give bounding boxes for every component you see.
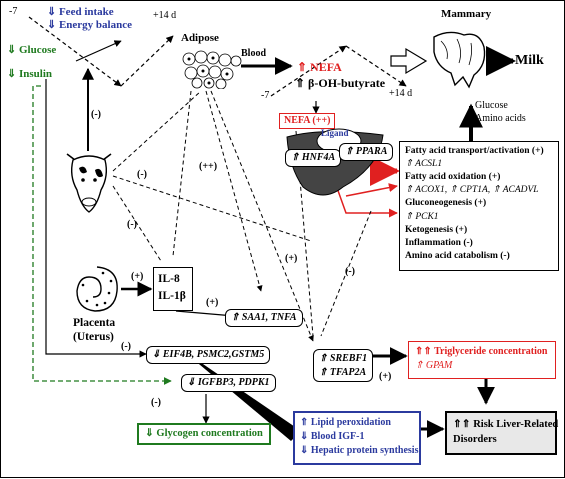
sign-placenta-il8: (+): [131, 271, 144, 282]
ppara-box: ⇑ PPARA: [339, 143, 394, 161]
liver-functions-box: Fatty acid transport/activation (+) ⇑ AC…: [399, 141, 559, 271]
function-ketogenesis: Ketogenesis (+): [405, 224, 468, 235]
placenta-icon: [71, 263, 123, 315]
cow-to-liver-dashed: [112, 175, 312, 242]
disorders-label: Disorders: [453, 433, 497, 445]
adipose-tissue-icon: [181, 49, 243, 90]
risk-liver-disorders-box: ⇑⇑ Risk Liver-Related Disorders: [445, 411, 559, 455]
glucose-to-intake-arrow: [75, 40, 122, 62]
nefa-liver-box: NEFA (++): [279, 113, 336, 129]
glucose-signal-label: ⇓ Glucose: [7, 44, 57, 56]
milk-label: Milk: [515, 53, 544, 68]
srebf1-label: ⇑ SREBF1: [319, 353, 368, 364]
gene-acsl1: ⇑ ACSL1: [405, 159, 443, 170]
ligand-label: Ligand: [321, 128, 349, 138]
sign-adipose-il8: (++): [199, 161, 218, 172]
bohb-label: ⇑ β-OH-butyrate: [295, 76, 386, 90]
sign-cow-intake: (-): [91, 109, 101, 120]
placenta-label: Placenta: [73, 317, 116, 329]
function-aa-catabolism: Amino acid catabolism (-): [405, 250, 510, 261]
intake-time-end: +14 d: [153, 10, 177, 21]
adipose-to-il8-dashed: [172, 90, 192, 257]
tfap2a-label: ⇑ TFAP2A: [319, 366, 367, 378]
saa1-tnfa-box: ⇑ SAA1, TNFA: [225, 309, 303, 327]
nefa-rise-arrow: [270, 45, 347, 97]
function-gluconeogenesis: Gluconeogenesis (+): [405, 198, 487, 209]
il8-il1b-box: IL-8 IL-1β: [153, 267, 193, 311]
feed-intake-label: ⇓ Feed intake: [47, 6, 114, 18]
metabolite-time-end: +14 d: [389, 88, 413, 99]
liver-to-srebf1-dashed: [320, 210, 372, 337]
mammary-amino-acids-label: Amino acids: [475, 113, 526, 124]
eif4b-psmc2-gstm5-box: ⇓ EIF4B, PSMC2,GSTM5: [146, 346, 271, 364]
blood-igf1-label: ⇓ Blood IGF-1: [300, 431, 365, 442]
glycogen-box: ⇓ Glycogen concentration: [137, 423, 271, 446]
mammary-gland-icon: [429, 27, 489, 92]
mammary-label: Mammary: [441, 8, 492, 20]
intake-decline-arrow: [28, 16, 122, 87]
blood-to-mammary-open-arrow: [390, 47, 428, 75]
gene-pck1: ⇑ PCK1: [405, 211, 439, 222]
sign-adipose-srebf1: (+): [285, 253, 298, 264]
il1b-label: IL-1β: [158, 289, 186, 302]
nefa-to-srebf1-dashed: [295, 130, 314, 337]
uterus-label: (Uterus): [73, 331, 114, 343]
mammary-glucose-label: Glucose: [475, 100, 508, 111]
intake-recovery-arrow: [120, 35, 174, 87]
hnf4a-box: ⇑ HNF4A: [285, 149, 342, 167]
insulin-to-eif4b-line: [45, 79, 147, 358]
sign-liver-srebf1: (-): [345, 266, 355, 277]
sign-cow-adipose: (-): [137, 169, 147, 180]
sign-cow-il8: (-): [127, 219, 137, 230]
sign-il8-saa1: (+): [206, 297, 219, 308]
nefa-label: ⇑ NEFA: [297, 60, 342, 74]
energy-balance-label: ⇓ Energy balance: [47, 19, 132, 31]
insulin-signal-label: ⇓ Insulin: [7, 68, 52, 80]
nefa-fall-arrow: [345, 45, 407, 87]
srebf1-tfap2a-box: ⇑ SREBF1 ⇑ TFAP2A: [313, 349, 374, 382]
adipose-label: Adipose: [181, 32, 219, 44]
sign-srebf1-triglyceride: (+): [379, 371, 392, 382]
gene-acox1-cpt1a-acadvl: ⇑ ACOX1, ⇑ CPT1A, ⇑ ACADVL: [405, 185, 539, 196]
sign-insulin-eif4b: (-): [121, 341, 131, 352]
blood-label: Blood: [241, 48, 267, 59]
lipid-peroxidation-label: ⇑ Lipid peroxidation: [300, 417, 391, 428]
hepatic-protein-synthesis-label: ⇓ Hepatic protein synthesis: [300, 445, 419, 456]
intake-time-start: -7: [9, 6, 18, 17]
glucose-to-igfbp3-green-dashed: [32, 85, 172, 385]
function-fa-oxidation: Fatty acid oxidation (+): [405, 172, 501, 183]
sign-green-igfbp3: (-): [151, 397, 161, 408]
metabolite-time-start: -7: [261, 90, 270, 101]
il8-label: IL-8: [158, 273, 180, 285]
lipid-igf-protein-box: ⇑ Lipid peroxidation ⇓ Blood IGF-1 ⇓ Hep…: [293, 411, 421, 465]
risk-liver-label: ⇑⇑ Risk Liver-Related: [453, 419, 559, 430]
function-fa-transport: Fatty acid transport/activation (+): [405, 146, 544, 156]
gpam-label: ⇑ GPAM: [415, 359, 453, 371]
cow-to-il8-dashed: [112, 185, 162, 262]
triglyceride-box: ⇑⇑ Triglyceride concentration ⇑ GPAM: [408, 341, 556, 379]
genes-to-lipid-wedge: [181, 349, 301, 441]
igfbp3-pdpk1-box: ⇓ IGFBP3, PDPK1: [181, 374, 276, 392]
cow-head-icon: [61, 146, 117, 216]
adipose-to-srebf1-dashed: [210, 90, 314, 342]
function-inflammation: Inflammation (-): [405, 237, 473, 248]
triglyceride-label: ⇑⇑ Triglyceride concentration: [415, 346, 548, 357]
ppara-to-oxidation-arrow: [345, 183, 398, 197]
cow-to-adipose-dashed: [112, 90, 202, 172]
adipose-to-saa1-dashed: [205, 90, 263, 292]
